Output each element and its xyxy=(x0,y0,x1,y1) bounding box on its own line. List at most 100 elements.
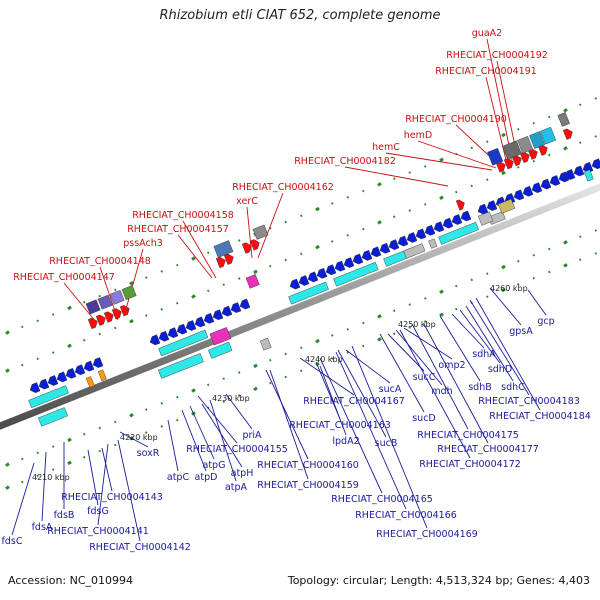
leader-line xyxy=(315,361,341,420)
gene-label: RHECIAT_CH0004155 xyxy=(186,444,288,455)
tick-mark xyxy=(532,121,536,125)
gene-label: fdsA xyxy=(32,522,53,533)
tick-mark xyxy=(191,256,196,261)
tick-mark xyxy=(98,426,102,430)
forward-gene-arrow xyxy=(424,224,436,236)
gene-label: atpG xyxy=(203,460,226,471)
tick-mark xyxy=(253,386,258,392)
cds-box xyxy=(438,221,479,245)
forward-gene-arrow-shape xyxy=(65,367,77,379)
gene-box-shape xyxy=(121,285,137,300)
forward-gene-arrow-shape xyxy=(167,327,179,339)
forward-gene-arrow xyxy=(83,360,95,372)
tick-mark xyxy=(98,332,102,336)
forward-gene-arrow xyxy=(343,257,355,268)
forward-gene-arrow xyxy=(185,320,197,331)
tick-mark xyxy=(485,295,489,299)
tick-mark xyxy=(129,412,134,418)
tick-mark xyxy=(113,420,117,424)
cds-box-lower xyxy=(208,341,233,359)
leader-line xyxy=(379,333,425,413)
forward-gene-arrow xyxy=(212,309,224,321)
tick-mark xyxy=(82,455,86,459)
rna-feature-shape xyxy=(97,369,107,382)
forward-gene-arrow xyxy=(74,364,86,376)
forward-gene-arrow xyxy=(573,165,585,177)
gene-label: RHECIAT_CH0004169 xyxy=(376,529,478,540)
gene-label: atpA xyxy=(225,482,248,493)
gene-label: RHECIAT_CH0004172 xyxy=(419,459,521,470)
tick-mark xyxy=(51,313,55,316)
tick-mark xyxy=(346,195,350,199)
reverse-gene-arrow-shape xyxy=(119,305,130,317)
gene-label: xerC xyxy=(236,196,258,207)
tick-mark xyxy=(439,312,444,317)
cds-box-lower-shape xyxy=(38,407,68,427)
forward-gene-arrow-shape xyxy=(334,260,346,272)
leader-line xyxy=(209,399,237,482)
tick-mark xyxy=(222,400,226,404)
gene-label: lpdA2 xyxy=(332,436,359,447)
tick-mark xyxy=(160,425,164,428)
leader-line xyxy=(395,329,443,386)
gene-label: mdh xyxy=(431,386,452,397)
tick-mark xyxy=(299,346,303,350)
leader-line xyxy=(97,443,109,526)
forward-gene-arrow-shape xyxy=(522,185,534,197)
scale-label: 4220 kbp xyxy=(120,433,158,442)
reverse-gene-arrow xyxy=(103,311,114,323)
forward-gene-arrow-shape xyxy=(185,320,197,331)
tick-mark xyxy=(5,330,10,335)
gene-box-shape xyxy=(252,224,269,240)
leader-line xyxy=(177,234,213,279)
forward-gene-arrow-shape xyxy=(230,302,242,313)
misc-feature xyxy=(209,327,232,346)
genome-stats-text: Topology: circular; Length: 4,513,324 bp… xyxy=(287,574,590,587)
gene-label: guaA2 xyxy=(472,28,502,39)
leader-line xyxy=(117,439,141,542)
tick-mark xyxy=(516,166,520,169)
forward-gene-arrow-shape xyxy=(343,257,355,268)
gene-label: RHECIAT_CH0004163 xyxy=(289,420,391,431)
forward-gene-arrow-shape xyxy=(406,232,418,243)
tick-mark xyxy=(67,343,72,349)
forward-gene-arrow-shape xyxy=(29,382,41,393)
tick-mark xyxy=(532,276,536,280)
tick-mark xyxy=(191,388,196,393)
tick-mark xyxy=(578,258,582,261)
tick-mark xyxy=(392,215,396,219)
tick-mark xyxy=(160,270,164,273)
scale-label: 4250 kbp xyxy=(398,320,436,329)
tick-mark xyxy=(563,108,568,113)
gene-box xyxy=(97,294,113,310)
forward-gene-arrow xyxy=(370,246,382,258)
leader-line xyxy=(123,248,144,317)
leader-line xyxy=(465,305,514,382)
forward-gene-arrow-shape xyxy=(47,375,59,386)
forward-gene-arrow-shape xyxy=(564,169,576,180)
cds-box xyxy=(28,385,69,409)
tick-mark xyxy=(113,288,117,292)
tick-mark xyxy=(485,272,489,276)
gene-label: sdhB xyxy=(468,382,492,393)
rna-feature xyxy=(97,369,107,382)
leader-line xyxy=(337,349,387,438)
forward-gene-arrow-shape xyxy=(74,364,86,376)
tick-mark xyxy=(594,229,598,232)
tick-mark xyxy=(36,474,40,478)
leader-line xyxy=(344,166,449,187)
leader-line xyxy=(387,333,425,372)
tick-mark xyxy=(454,284,458,288)
leader-line xyxy=(201,403,243,468)
tick-mark xyxy=(67,437,72,443)
cds-box xyxy=(288,281,329,305)
tick-mark xyxy=(36,319,40,323)
gene-label: fdsB xyxy=(54,510,75,521)
gene-label: RHECIAT_CH0004158 xyxy=(132,210,234,221)
tick-mark xyxy=(516,260,520,263)
forward-gene-arrow-shape xyxy=(38,378,50,390)
leader-line xyxy=(41,451,47,522)
tick-mark xyxy=(470,278,474,282)
